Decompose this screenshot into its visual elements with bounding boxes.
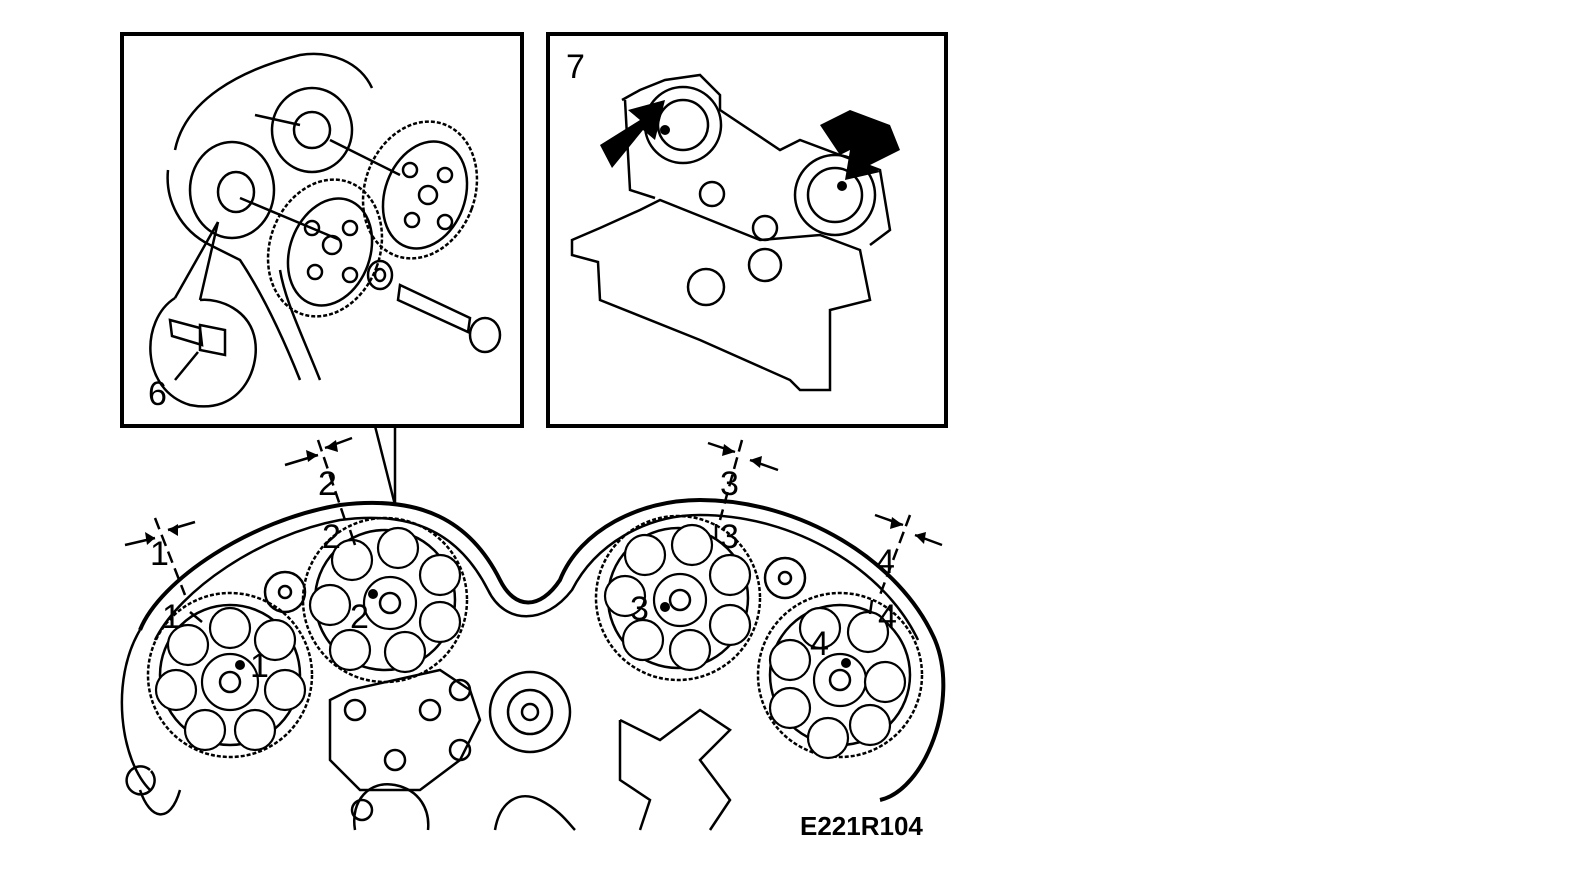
belt-mark-4: 4 xyxy=(876,543,895,581)
pulley-1-label: 1 xyxy=(250,647,269,685)
pulley-mark-2: 2 xyxy=(322,518,341,556)
belt-mark-2: 2 xyxy=(318,465,337,503)
camshaft-pulley-4: 4 xyxy=(756,591,924,760)
inset-right-camshaft-holes: 7 xyxy=(546,32,948,428)
pulley-4-label: 4 xyxy=(810,625,829,663)
belt-mark-3: 3 xyxy=(720,465,739,503)
pulley-mark-1: 1 xyxy=(162,598,181,636)
pulley-3-label: 3 xyxy=(630,590,649,628)
belt-mark-4-indicator: 4 xyxy=(874,513,943,596)
belt-mark-3-indicator: 3 xyxy=(707,439,779,521)
callout-6-label: 6 xyxy=(148,375,167,413)
inset-left-camshaft-pulleys: 6 xyxy=(120,32,524,428)
pulley-mark-3: 3 xyxy=(720,518,739,556)
timing-belt-assembly: 1 2 xyxy=(120,436,946,831)
camshaft-pulley-2: 2 xyxy=(301,516,469,684)
belt-mark-2-indicator: 2 xyxy=(284,436,353,521)
figure-code: E221R104 xyxy=(800,811,923,841)
callout-7-label: 7 xyxy=(566,48,585,86)
belt-mark-1: 1 xyxy=(150,535,169,573)
arrow-pointer-icon xyxy=(600,100,665,168)
camshaft-pulley-1: 1 xyxy=(146,591,314,759)
pulley-mark-4: 4 xyxy=(878,598,897,636)
arrow-pointer-icon xyxy=(820,110,900,180)
camshaft-pulley-3: 3 xyxy=(594,514,762,682)
belt-mark-1-indicator: 1 xyxy=(124,517,196,596)
pulley-2-label: 2 xyxy=(350,598,369,636)
